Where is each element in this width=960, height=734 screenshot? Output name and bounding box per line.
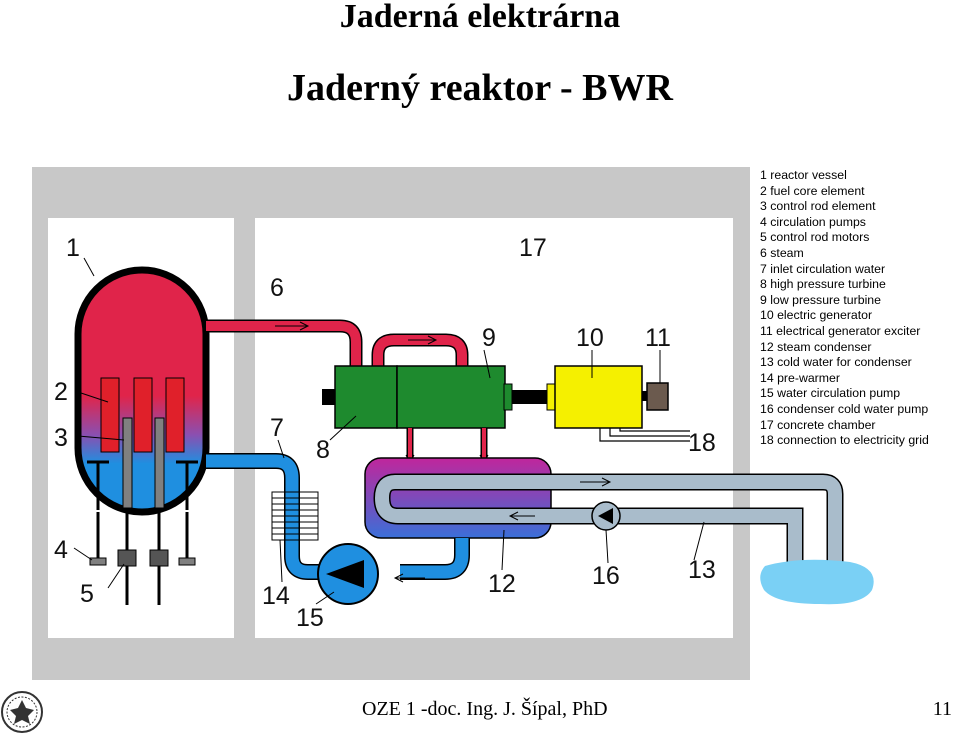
legend-item: 18 connection to electricity grid	[760, 433, 929, 448]
label-15: 15	[296, 604, 324, 632]
exciter-shaft	[642, 391, 648, 401]
generator-bearing	[546, 383, 556, 411]
control-rod	[122, 417, 133, 509]
control-rod-motor	[117, 549, 137, 567]
turbine-shaft	[505, 390, 555, 404]
legend-item: 4 circulation pumps	[760, 214, 866, 229]
label-3: 3	[54, 424, 68, 452]
label-11: 11	[645, 324, 671, 352]
label-16: 16	[592, 562, 620, 590]
legend-item: 13 cold water for condenser	[760, 355, 912, 370]
circulation-pump	[176, 460, 198, 510]
label-8: 8	[316, 436, 330, 464]
circulation-pump-motor	[89, 557, 107, 566]
label-10: 10	[576, 324, 604, 352]
low-pressure-turbine	[396, 365, 506, 429]
leader-lines	[73, 257, 705, 605]
shaft	[322, 389, 336, 405]
turbine-bearing	[503, 383, 513, 411]
label-6: 6	[270, 274, 284, 302]
legend-item: 2 fuel core element	[760, 183, 865, 198]
grid-connection	[599, 428, 690, 442]
legend-item: 16 condenser cold water pump	[760, 401, 929, 416]
electric-generator	[554, 365, 643, 429]
legend-item: 12 steam condenser	[760, 339, 872, 354]
label-17: 17	[519, 234, 547, 262]
flow-arrow	[408, 335, 438, 345]
water-reservoir	[760, 559, 874, 605]
label-4: 4	[54, 536, 68, 564]
steam-condenser	[364, 457, 552, 539]
feedwater-pipe	[206, 454, 469, 579]
slide-subtitle: Jaderný reaktor - BWR	[287, 67, 673, 109]
label-12: 12	[488, 570, 516, 598]
fuel-element	[100, 377, 120, 453]
legend-item: 11 electrical generator exciter	[760, 323, 921, 338]
pre-warmer	[271, 491, 319, 541]
legend-item: 15 water circulation pump	[760, 386, 901, 401]
page-title: Jaderná elektrárna	[339, 0, 621, 35]
legend: 1 reactor vessel 2 fuel core element 3 c…	[760, 168, 929, 449]
legend-item: 8 high pressure turbine	[760, 277, 886, 292]
legend-item: 14 pre-warmer	[760, 370, 840, 385]
label-18: 18	[688, 429, 716, 457]
control-rod	[154, 417, 165, 509]
flow-arrow	[580, 477, 612, 487]
circulation-pump	[87, 460, 109, 510]
control-rod-motor	[149, 549, 169, 567]
legend-item: 5 control rod motors	[760, 230, 870, 245]
legend-item: 7 inlet circulation water	[760, 261, 886, 276]
label-1: 1	[66, 234, 80, 262]
steam-pipe	[206, 321, 361, 370]
label-9: 9	[482, 324, 496, 352]
high-pressure-turbine	[334, 365, 398, 429]
label-2: 2	[54, 378, 68, 406]
legend-item: 9 low pressure turbine	[760, 292, 881, 307]
flow-arrow	[275, 321, 310, 331]
flow-arrow	[393, 573, 425, 583]
university-logo-icon	[1, 691, 43, 733]
label-7: 7	[270, 414, 284, 442]
legend-item: 3 control rod element	[760, 199, 876, 214]
pump-arrow	[598, 508, 613, 524]
electrical-generator-exciter	[646, 382, 669, 411]
legend-item: 10 electric generator	[760, 308, 873, 323]
flow-arrow	[508, 511, 535, 521]
page-number: 11	[932, 698, 952, 720]
legend-item: 17 concrete chamber	[760, 417, 876, 432]
exhaust-pipe	[408, 428, 486, 462]
fuel-element	[133, 377, 153, 453]
label-14: 14	[262, 582, 290, 610]
cold-water-pipe	[374, 475, 842, 568]
label-13: 13	[688, 556, 716, 584]
legend-item: 6 steam	[760, 245, 804, 260]
label-5: 5	[80, 580, 94, 608]
circulation-pump-motor	[178, 557, 196, 566]
fuel-element	[165, 377, 185, 453]
bwr-diagram: 1 2 3 4 5 6 7 8 9 10 11 12 13 14 15 16 1…	[32, 167, 874, 680]
pump-arrow	[326, 560, 364, 588]
legend-item: 1 reactor vessel	[760, 168, 847, 182]
footer-author: OZE 1 -doc. Ing. J. Šípal, PhD	[362, 698, 608, 720]
